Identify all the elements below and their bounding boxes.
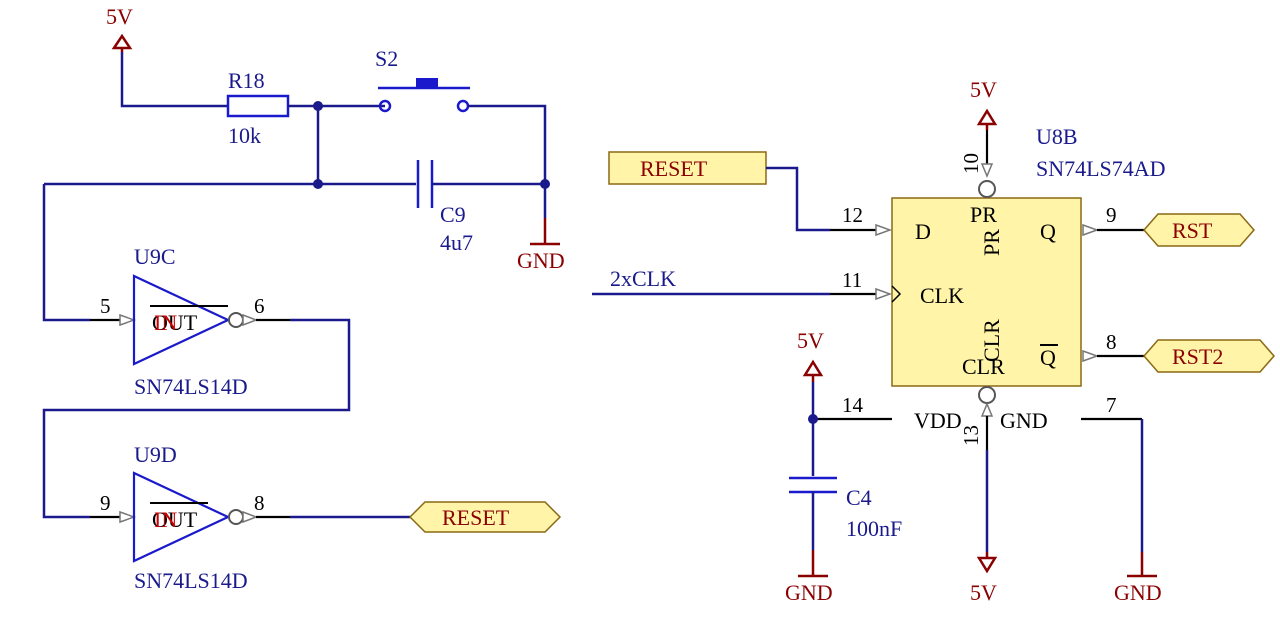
u8b-pin-pr: 10: [959, 153, 983, 174]
vcc-symbol-clr: 5V: [970, 552, 998, 605]
wire-u9c-u9d: [42, 318, 351, 519]
u8b-label-pr: PR: [970, 202, 997, 227]
r18-designator: R18: [228, 68, 265, 93]
vcc-label: 5V: [106, 4, 133, 29]
vcc-symbol-c4: 5V: [797, 328, 824, 382]
wire-5v-r18: [120, 52, 228, 108]
gnd-label-pin7: GND: [1114, 580, 1162, 605]
u8b-label-clr-rot: CLR: [979, 319, 1004, 362]
vcc-symbol-top-left: 5V: [106, 4, 133, 52]
u8b-label-pr-rot: PR: [979, 229, 1004, 256]
gnd-symbol-c9: GND: [517, 218, 565, 273]
c9-value: 4u7: [440, 230, 473, 255]
port-reset-out[interactable]: RESET: [408, 501, 562, 533]
vcc-label-pr: 5V: [970, 77, 997, 102]
c4-designator: C4: [846, 485, 872, 510]
switch-s2[interactable]: S2: [375, 46, 470, 113]
vcc-label-c4: 5V: [797, 328, 824, 353]
u8b-label-d: D: [915, 219, 931, 244]
u8b-pin-gnd: 7: [1106, 393, 1117, 417]
wire-rail-u9c: [42, 184, 90, 322]
capacitor-c4[interactable]: C4 100nF: [789, 476, 902, 541]
port-reset-in[interactable]: RESET: [608, 151, 767, 185]
u8b-pin-vdd: 14: [842, 393, 864, 417]
u8b-label-vdd: VDD: [914, 408, 962, 433]
port-rst[interactable]: RST: [1143, 213, 1255, 247]
u8b-label-gnd: GND: [1000, 408, 1048, 433]
u8b-designator: U8B: [1036, 124, 1078, 149]
gnd-label-c9: GND: [517, 248, 565, 273]
wire-reset-d: [766, 166, 830, 232]
u9c-pin-out: 6: [254, 294, 265, 318]
u8b-pin-q: 9: [1106, 203, 1117, 227]
gnd-symbol-pin7: GND: [1114, 552, 1162, 605]
u9d-designator: U9D: [134, 442, 177, 467]
u8b-label-clk: CLK: [920, 283, 964, 308]
u9d-pin-out: 8: [254, 491, 265, 515]
u8b-part: SN74LS74AD: [1036, 156, 1166, 181]
gnd-label-c4: GND: [785, 580, 833, 605]
u8b-label-clr: CLR: [962, 354, 1005, 379]
capacitor-c9[interactable]: C9 4u7: [416, 160, 473, 255]
port-rst-label: RST: [1172, 218, 1213, 243]
wire-s2-gnd: [468, 104, 547, 184]
net-label-2xclk: 2xCLK: [610, 266, 676, 291]
vcc-symbol-pr: 5V: [970, 77, 998, 130]
u8b-pin-clk: 11: [842, 268, 862, 292]
c9-designator: C9: [440, 202, 466, 227]
u9d-pin-in: 9: [100, 491, 111, 515]
inverter-u9c[interactable]: U9C 5 OUT IN 6 SN74LS14D: [90, 244, 290, 399]
u9c-overlay: IN: [154, 310, 177, 335]
u9c-label: OUT: [152, 310, 198, 335]
u8b-pin-d: 12: [842, 203, 863, 227]
u8b-pin-qbar: 8: [1106, 330, 1117, 354]
u9d-label: OUT: [152, 507, 198, 532]
u8b-pin-clr: 13: [959, 425, 983, 446]
inverter-u9d[interactable]: U9D 9 OUT IN 8 SN74LS14D: [90, 442, 290, 593]
gnd-symbol-c4: GND: [785, 550, 833, 605]
port-reset-in-label: RESET: [640, 156, 708, 181]
port-rst2-label: RST2: [1172, 344, 1223, 369]
u8b-label-q: Q: [1040, 219, 1056, 244]
port-rst2[interactable]: RST2: [1143, 339, 1275, 373]
resistor-r18[interactable]: R18 10k: [226, 68, 290, 148]
flipflop-u8b[interactable]: U8B SN74LS74AD 12 D 11 CLK 10 PR PR Q 9 …: [813, 124, 1166, 450]
u9c-part: SN74LS14D: [134, 374, 248, 399]
s2-designator: S2: [375, 46, 398, 71]
u9c-designator: U9C: [134, 244, 176, 269]
port-reset-out-label: RESET: [442, 505, 510, 530]
u9d-overlay: IN: [154, 507, 177, 532]
u9c-pin-in: 5: [100, 294, 111, 318]
c4-value: 100nF: [846, 516, 902, 541]
junction-vdd: [808, 414, 818, 424]
u8b-label-qbar: Q: [1040, 345, 1056, 370]
r18-value: 10k: [228, 123, 261, 148]
vcc-label-clr: 5V: [970, 580, 997, 605]
u9d-part: SN74LS14D: [134, 568, 248, 593]
